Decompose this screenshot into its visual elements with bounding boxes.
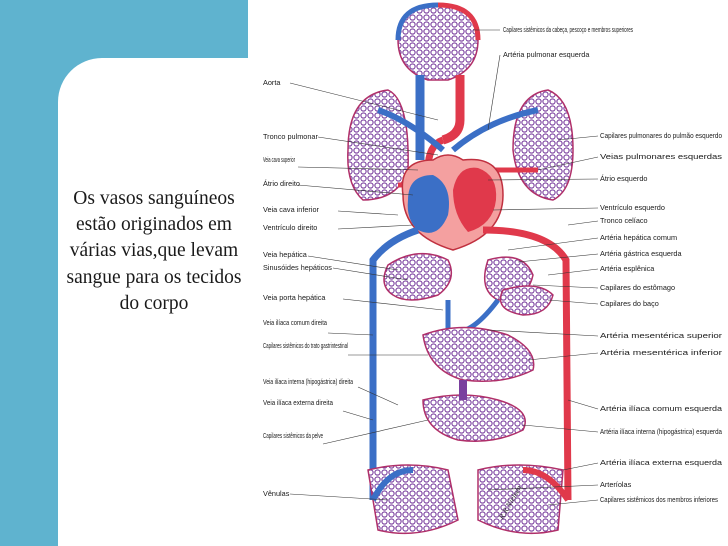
label-arterioles: Arteríolas xyxy=(600,480,632,489)
label-superior-mesenteric-artery: Artéria mesentérica superior xyxy=(600,331,723,340)
labels-left: Aorta Tronco pulmonar Veia cava superior… xyxy=(263,78,354,498)
label-spleen-capillaries: Capilares do baço xyxy=(600,299,659,308)
leader-lines xyxy=(289,29,599,506)
descending-aorta xyxy=(482,226,572,501)
label-hepatic-vein: Veia hepática xyxy=(263,250,308,259)
label-stomach-capillaries: Capilares do estômago xyxy=(600,283,675,292)
aortic-arch xyxy=(441,75,465,145)
right-external-iliac-vein xyxy=(370,467,414,502)
pulmonary-trunk-right xyxy=(377,107,445,153)
label-gi-capillaries: Capilares sistêmicos do trato gastrintes… xyxy=(263,341,348,350)
spleen-capillaries xyxy=(499,285,554,316)
label-right-external-iliac-vein: Veia ilíaca externa direita xyxy=(263,398,334,407)
left-pulmonary-artery xyxy=(451,107,539,153)
label-right-atrium: Átrio direito xyxy=(263,179,300,188)
label-left-common-iliac-artery: Artéria ilíaca comum esquerda xyxy=(600,404,723,413)
label-inferior-vena-cava: Veia cava inferior xyxy=(263,205,320,214)
label-aorta: Aorta xyxy=(263,78,281,87)
label-splenic-artery: Artéria esplênica xyxy=(600,264,655,273)
label-left-ventricle: Ventrículo esquerdo xyxy=(600,203,665,212)
lower-limb-capillaries xyxy=(367,464,564,535)
label-left-external-iliac-artery: Artéria ilíaca externa esquerda xyxy=(600,458,723,467)
liver-capillaries xyxy=(383,252,453,301)
label-left-lung-capillaries: Capilares pulmonares do pulmão esquerdo xyxy=(600,131,722,140)
label-venules: Vênulas xyxy=(263,489,290,498)
gi-capillaries xyxy=(422,326,535,382)
label-left-internal-iliac-artery: Artéria ilíaca interna (hipogástrica) es… xyxy=(600,427,723,436)
label-right-internal-iliac-vein: Veia ilíaca interna (hipogástrica) direi… xyxy=(263,377,354,386)
label-celiac-trunk: Tronco celíaco xyxy=(600,216,648,225)
label-head-capillaries: Capilares sistêmicos da cabeça, pescoço … xyxy=(503,25,633,34)
head-capillaries xyxy=(395,2,481,81)
label-right-common-iliac-vein: Veia ilíaca comum direita xyxy=(263,318,328,327)
circulatory-diagram: Aorta Tronco pulmonar Veia cava superior… xyxy=(263,2,723,535)
label-left-pulmonary-artery: Artéria pulmonar esquerda xyxy=(503,50,590,59)
label-left-gastric-artery: Artéria gástrica esquerda xyxy=(600,249,682,258)
label-right-ventricle: Ventrículo direito xyxy=(263,223,317,232)
label-superior-vena-cava: Veia cava superior xyxy=(263,155,295,164)
label-pulmonary-trunk: Tronco pulmonar xyxy=(263,132,318,141)
left-lung xyxy=(512,89,574,201)
label-lower-limb-capillaries: Capilares sistêmicos dos membros inferio… xyxy=(600,495,718,504)
label-inferior-mesenteric-artery: Artéria mesentérica inferior xyxy=(600,348,723,357)
label-left-pulmonary-veins: Veias pulmonares esquerdas xyxy=(600,152,722,161)
slide-caption: Os vasos sanguíneos estão originados em … xyxy=(66,188,242,314)
slide-text-panel xyxy=(58,58,248,546)
inferior-vena-cava xyxy=(369,226,420,500)
label-hepatic-portal-vein: Veia porta hepática xyxy=(263,293,326,302)
labels-right: Capilares sistêmicos da cabeça, pescoço … xyxy=(503,25,723,504)
label-common-hepatic-artery: Artéria hepática comum xyxy=(600,233,677,242)
label-pelvis-capillaries: Capilares sistêmicos da pelve xyxy=(263,431,323,440)
pelvis-capillaries xyxy=(422,394,526,442)
heart xyxy=(401,154,504,251)
label-left-atrium: Átrio esquerdo xyxy=(600,174,647,183)
left-external-iliac-artery xyxy=(522,467,571,502)
label-hepatic-sinusoids: Sinusóides hepáticos xyxy=(263,263,332,272)
